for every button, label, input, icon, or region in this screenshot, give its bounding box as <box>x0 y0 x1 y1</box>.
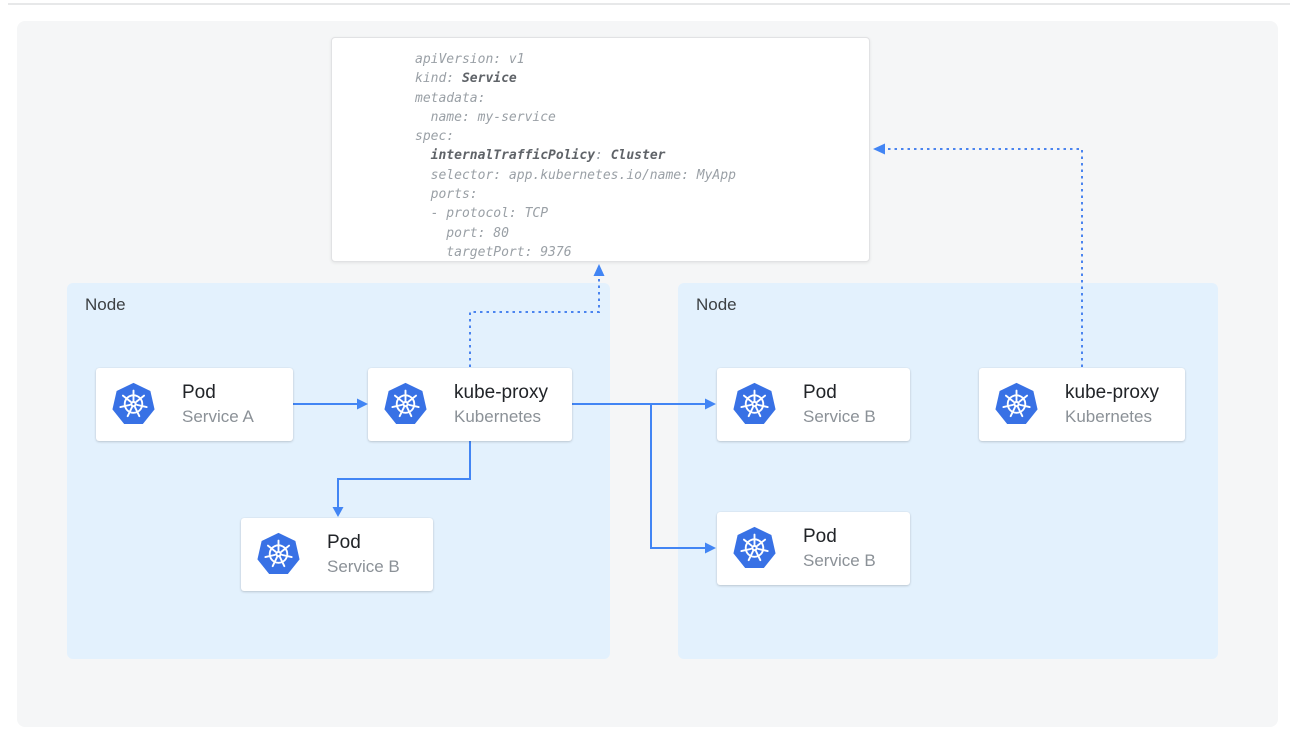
card-subtitle: Service B <box>327 557 400 577</box>
card-subtitle: Service A <box>182 407 254 427</box>
node-label: Node <box>85 295 126 314</box>
kubernetes-icon <box>994 382 1039 425</box>
kubernetes-icon <box>111 382 156 425</box>
kubernetes-icon <box>256 532 301 575</box>
top-divider <box>8 3 1290 5</box>
card-subtitle: Kubernetes <box>1065 407 1152 427</box>
card-title: Pod <box>803 382 837 404</box>
card-subtitle: Service B <box>803 551 876 571</box>
card-pod-service-b-left: Pod Service B <box>241 518 433 591</box>
node-box-left: Node <box>67 283 610 659</box>
card-title: kube-proxy <box>1065 382 1159 404</box>
kubernetes-icon <box>732 382 777 425</box>
card-title: Pod <box>803 526 837 548</box>
card-kube-proxy-right: kube-proxy Kubernetes <box>979 368 1185 441</box>
card-title: Pod <box>327 532 361 554</box>
card-pod-service-b-right-bottom: Pod Service B <box>717 512 910 585</box>
card-title: kube-proxy <box>454 382 548 404</box>
card-pod-service-a: Pod Service A <box>96 368 293 441</box>
card-title: Pod <box>182 382 216 404</box>
kubernetes-icon <box>383 382 428 425</box>
card-subtitle: Service B <box>803 407 876 427</box>
card-pod-service-b-right-top: Pod Service B <box>717 368 910 441</box>
kubernetes-icon <box>732 526 777 569</box>
card-kube-proxy-left: kube-proxy Kubernetes <box>368 368 572 441</box>
node-box-right: Node <box>678 283 1218 659</box>
card-subtitle: Kubernetes <box>454 407 541 427</box>
node-label: Node <box>696 295 737 314</box>
